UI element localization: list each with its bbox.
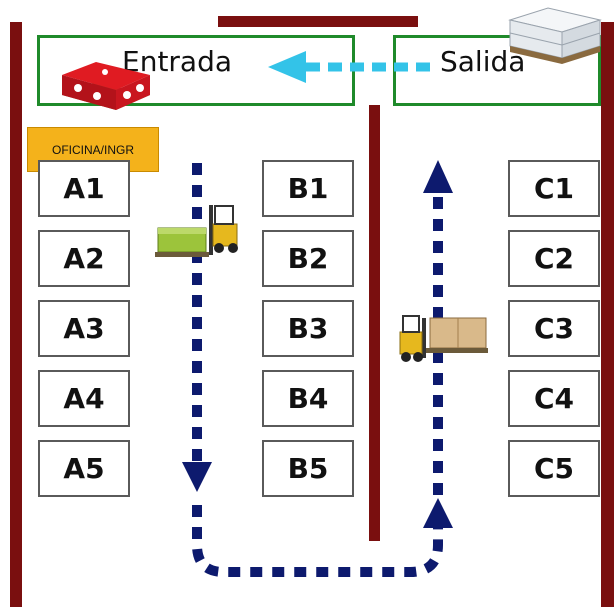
- rack-c3: C3: [508, 300, 600, 357]
- rack-c4: C4: [508, 370, 600, 427]
- rack-c2: C2: [508, 230, 600, 287]
- top-wall: [218, 16, 418, 27]
- rack-b4: B4: [262, 370, 354, 427]
- return-route-arrow: [192, 498, 453, 577]
- rack-a5: A5: [38, 440, 130, 497]
- left-wall: [10, 22, 22, 607]
- rack-c5: C5: [508, 440, 600, 497]
- rack-b1: B1: [262, 160, 354, 217]
- white-boxes-pallet-icon: [508, 7, 602, 64]
- outbound-route-arrow: [423, 160, 453, 495]
- forklift-brown-load-icon: [399, 315, 488, 362]
- red-boxes-pallet-icon: [62, 62, 150, 110]
- rack-b5: B5: [262, 440, 354, 497]
- rack-a3: A3: [38, 300, 130, 357]
- rack-b2: B2: [262, 230, 354, 287]
- rack-a4: A4: [38, 370, 130, 427]
- right-wall: [601, 22, 614, 607]
- rack-a1: A1: [38, 160, 130, 217]
- entrada-label: Entrada: [122, 45, 233, 78]
- rack-a2: A2: [38, 230, 130, 287]
- forklift-green-load-icon: [155, 205, 238, 257]
- inbound-route-arrow: [182, 163, 212, 492]
- rack-c1: C1: [508, 160, 600, 217]
- center-divider-wall: [369, 105, 380, 541]
- transfer-arrow: [268, 51, 430, 83]
- rack-b3: B3: [262, 300, 354, 357]
